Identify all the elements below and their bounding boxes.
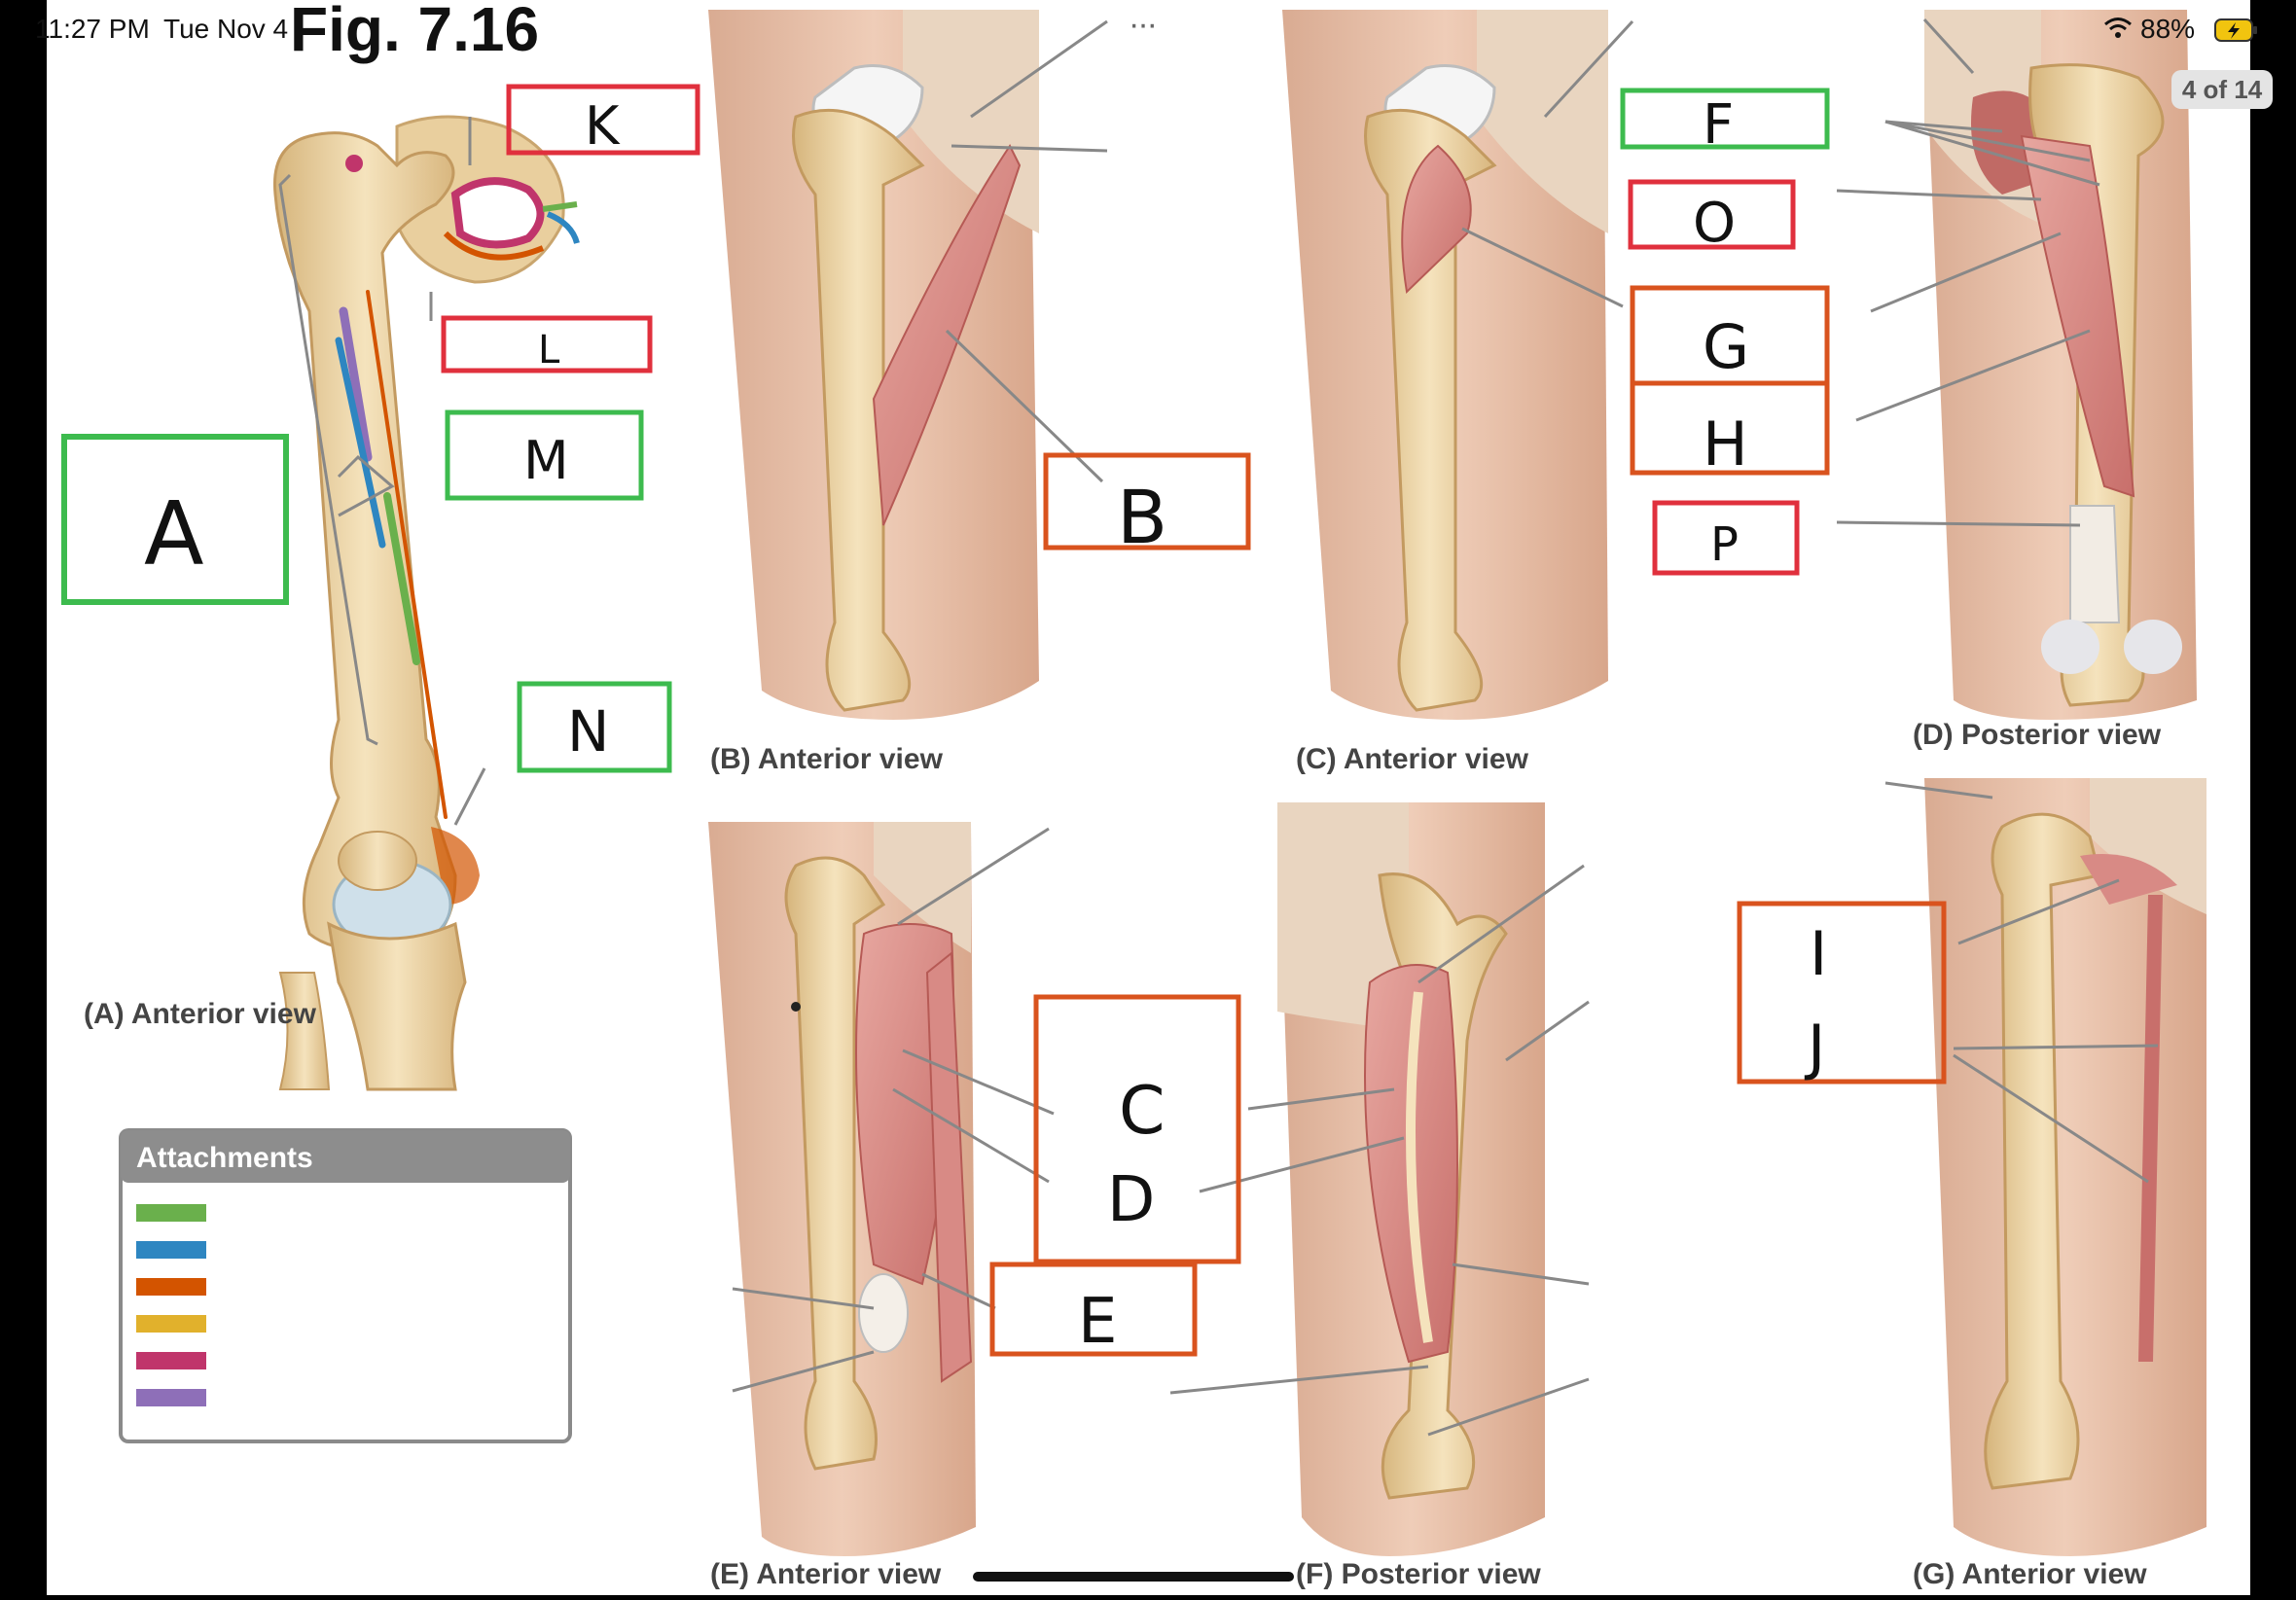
panel-c-caption: (C) Anterior view xyxy=(1296,743,1529,775)
legend-swatches xyxy=(136,1204,206,1406)
panel-d-caption: (D) Posterior view xyxy=(1913,719,2162,751)
label-box-k[interactable]: K xyxy=(506,84,700,157)
svg-text:B: B xyxy=(1117,474,1167,560)
home-indicator[interactable] xyxy=(973,1572,1294,1582)
label-box-c-d[interactable]: C D xyxy=(1033,994,1241,1264)
attachments-header: Attachments xyxy=(136,1142,313,1174)
label-box-a[interactable]: A xyxy=(61,434,289,605)
panel-e-thigh: (E) Anterior view xyxy=(708,822,1055,1590)
svg-text:L: L xyxy=(538,328,560,373)
page-counter: 4 of 14 xyxy=(2171,70,2273,109)
svg-text:G: G xyxy=(1703,311,1749,382)
svg-text:A: A xyxy=(144,483,204,586)
panel-b-thigh: (B) Anterior view xyxy=(708,10,1108,775)
svg-text:C: C xyxy=(1119,1073,1165,1150)
annotation-boxes: A B C D E F xyxy=(61,84,1947,1358)
attachments-legend: Attachments xyxy=(119,1128,572,1443)
label-box-h[interactable]: H xyxy=(1630,380,1830,480)
legend-swatch xyxy=(136,1204,206,1222)
svg-text:F: F xyxy=(1703,93,1734,157)
svg-text:J: J xyxy=(1804,1012,1825,1083)
legend-swatch xyxy=(136,1315,206,1333)
svg-text:O: O xyxy=(1693,192,1736,255)
label-box-b[interactable]: B xyxy=(1043,452,1251,560)
panel-f-caption: (F) Posterior view xyxy=(1296,1558,1541,1590)
legend-swatch xyxy=(136,1241,206,1259)
panel-f-thigh: (F) Posterior view xyxy=(1169,802,1590,1590)
label-box-e[interactable]: E xyxy=(989,1262,1198,1358)
label-box-l[interactable]: L xyxy=(441,315,653,373)
svg-text:M: M xyxy=(523,430,569,491)
panel-c-thigh: (C) Anterior view xyxy=(1282,10,1634,775)
anatomy-figure: Fig. 7.16 xyxy=(61,0,2206,1590)
panel-e-caption: (E) Anterior view xyxy=(710,1558,942,1590)
label-box-o[interactable]: O xyxy=(1628,179,1796,255)
svg-text:D: D xyxy=(1107,1164,1155,1236)
svg-text:P: P xyxy=(1710,517,1739,572)
label-box-n[interactable]: N xyxy=(517,681,672,773)
svg-text:N: N xyxy=(567,698,609,764)
panel-d-thigh: (D) Posterior view xyxy=(1836,10,2197,751)
legend-swatch xyxy=(136,1278,206,1296)
label-box-g[interactable]: G xyxy=(1630,285,1830,386)
label-box-p[interactable]: P xyxy=(1652,500,1800,576)
svg-text:H: H xyxy=(1703,409,1748,480)
panel-g-caption: (G) Anterior view xyxy=(1913,1558,2147,1590)
document-page: Fig. 7.16 xyxy=(47,0,2250,1595)
svg-text:E: E xyxy=(1078,1286,1117,1358)
panel-g-thigh: (G) Anterior view xyxy=(1884,778,2206,1590)
svg-text:I: I xyxy=(1810,918,1827,989)
legend-swatch xyxy=(136,1389,206,1406)
label-box-i-j[interactable]: I J xyxy=(1737,901,1947,1084)
panel-a-femur: (A) Anterior view xyxy=(84,115,580,1091)
panel-b-caption: (B) Anterior view xyxy=(710,743,944,775)
label-box-f[interactable]: F xyxy=(1620,88,1830,157)
label-box-m[interactable]: M xyxy=(445,409,644,501)
legend-swatch xyxy=(136,1352,206,1369)
figure-title: Fig. 7.16 xyxy=(290,0,539,64)
svg-text:K: K xyxy=(585,95,621,157)
panel-a-caption: (A) Anterior view xyxy=(84,998,317,1030)
